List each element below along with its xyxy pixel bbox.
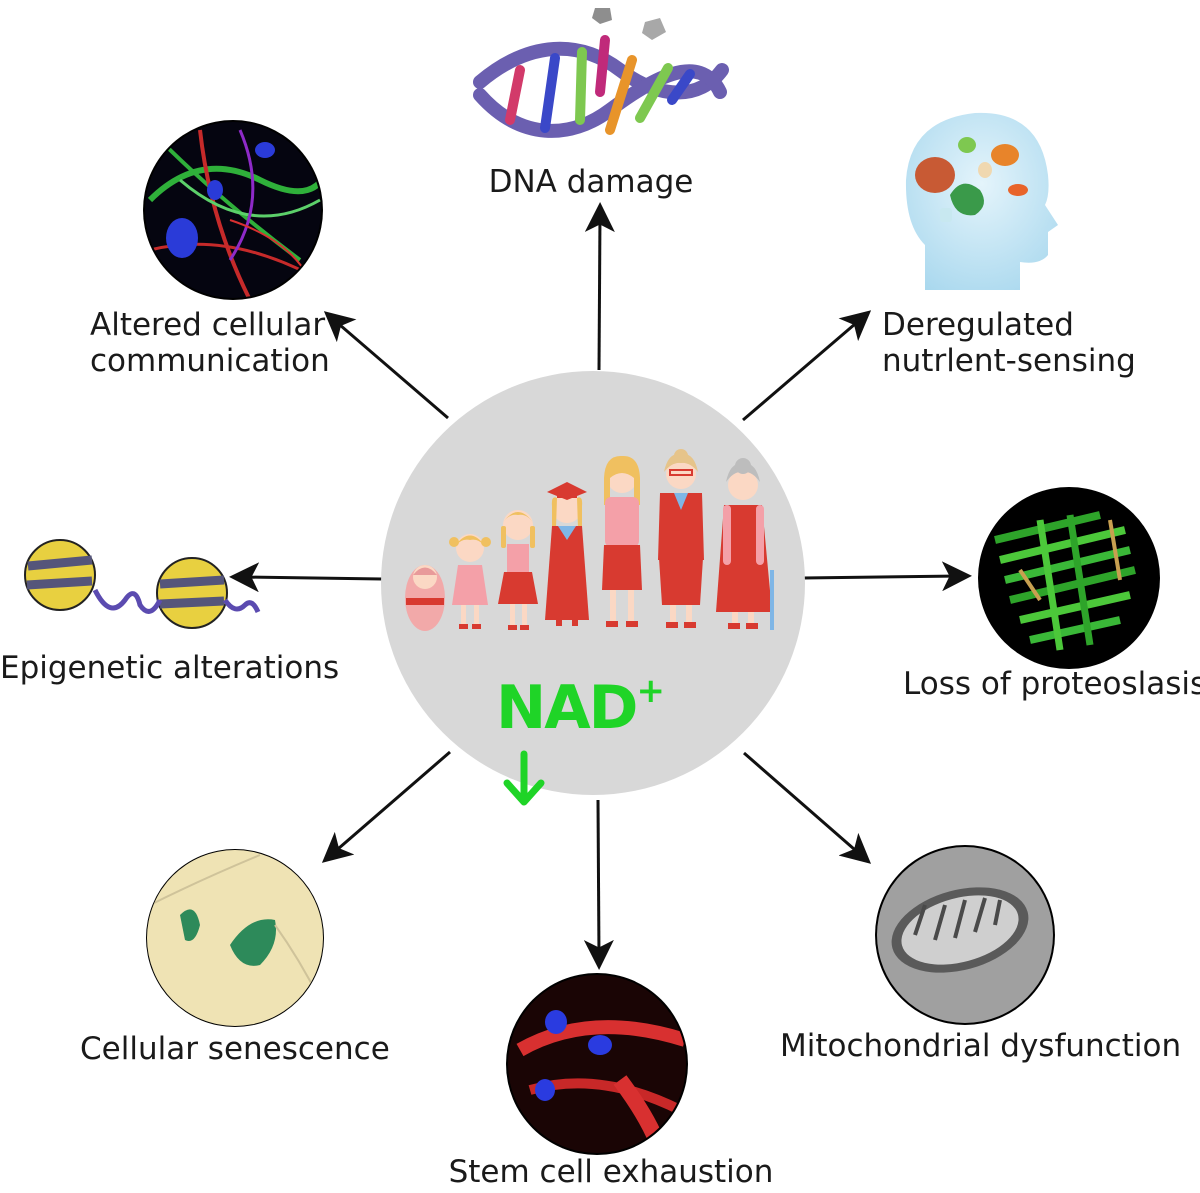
label-proteostasis-text: Loss of proteoslasis — [903, 666, 1200, 702]
label-altered-communication: Altered cellular communication — [90, 307, 330, 379]
baby-figure — [405, 565, 445, 631]
young-woman-figure — [602, 455, 642, 627]
middle-aged-woman-figure — [658, 449, 704, 628]
toddler-figure — [449, 534, 491, 629]
label-mitochondrial-text: Mitochondrial dysfunction — [780, 1028, 1182, 1064]
graduate-figure — [545, 482, 589, 626]
arrow-to-deregulated-nutrient — [742, 310, 872, 422]
nad-decline-title: NAD+ — [496, 654, 726, 819]
label-senescence-text: Cellular senescence — [80, 1031, 390, 1067]
arrow-to-senescence — [321, 750, 451, 863]
label-stem-cell: Stem cell exhaustion — [0, 1154, 1200, 1190]
stem-cell-image — [506, 973, 688, 1155]
label-stem-cell-text: Stem cell exhaustion — [448, 1154, 774, 1190]
arrow-to-dna-damage — [584, 202, 615, 371]
label-dna-damage: DNA damage — [0, 164, 1182, 200]
label-mitochondrial: Mitochondrial dysfunction — [780, 1028, 1181, 1064]
nad-text: NAD — [496, 673, 638, 743]
epigenetic-image — [24, 539, 261, 629]
center-circle — [381, 371, 805, 795]
girl-figure — [498, 510, 538, 630]
down-arrow-icon — [503, 750, 545, 806]
arrow-to-proteostasis — [802, 561, 972, 592]
arrow-to-altered-communication — [323, 311, 449, 420]
label-senescence: Cellular senescence — [80, 1031, 390, 1067]
mitochondrial-image — [875, 845, 1055, 1025]
nad-superscript: + — [636, 671, 664, 711]
proteostasis-image — [978, 487, 1160, 669]
label-altered-communication-line-2: communication — [90, 343, 330, 379]
senescence-image — [146, 849, 324, 1027]
label-epigenetic-text: Epigenetic alterations — [0, 650, 340, 686]
label-deregulated-nutrient-line-2: nutrlent-sensing — [882, 343, 1136, 379]
label-dna-damage-text: DNA damage — [488, 164, 694, 200]
label-epigenetic: Epigenetic alterations — [0, 650, 339, 686]
arrows — [229, 202, 972, 970]
label-deregulated-nutrient-line-1: Deregulated — [882, 307, 1074, 343]
deregulated-nutrient-image — [905, 112, 1058, 290]
arrow-to-mitochondrial — [743, 751, 872, 864]
arrow-to-stem-cell — [583, 799, 614, 970]
label-altered-communication-line-1: Altered cellular — [90, 307, 326, 343]
elderly-woman-figure — [716, 458, 774, 630]
altered-communication-image — [143, 120, 323, 300]
arrow-to-epigenetic — [229, 562, 384, 593]
label-deregulated-nutrient: Deregulated nutrlent-sensing — [882, 307, 1136, 379]
label-proteostasis: Loss of proteoslasis — [903, 666, 1200, 702]
life-stages-illustration — [405, 449, 774, 631]
dna-damage-illustration — [473, 8, 729, 138]
